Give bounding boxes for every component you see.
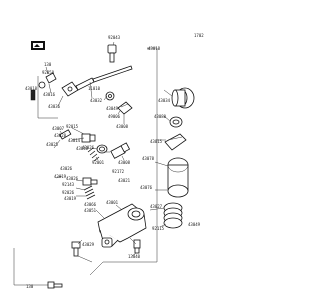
part-label: 43018 [25, 86, 38, 91]
part-label: 43080 [154, 114, 167, 119]
diaphragm-boot [164, 133, 187, 151]
part-label: 43029 [82, 242, 95, 247]
piston-cup [96, 144, 108, 154]
part-label: 43018 [148, 46, 161, 51]
part-label: 92001 [92, 160, 105, 165]
part-label: 43019 [64, 196, 77, 201]
part-label: 43001 [106, 200, 119, 205]
part-label: 43007 [52, 126, 65, 131]
reservoir-cap [171, 87, 195, 109]
reservoir-body [167, 157, 189, 198]
part-label: 43021 [118, 178, 131, 183]
part-label: 92026 [62, 190, 75, 195]
part-label: 43049 [106, 106, 119, 111]
part-label: 43015 [150, 139, 163, 144]
part-label: 43066 [84, 202, 97, 207]
part-label: 43025 [46, 142, 59, 147]
page-code: 1702 [194, 33, 204, 38]
part-label: 43026 [82, 145, 95, 150]
brand-logo-icon [31, 41, 45, 50]
part-label: 43034 [158, 98, 171, 103]
part-label: 92143 [62, 182, 75, 187]
part-label: 92115 [152, 226, 165, 231]
clevis [61, 77, 95, 97]
part-label: 43049 [188, 222, 201, 227]
piston [110, 142, 131, 159]
part-label: 92172 [112, 169, 125, 174]
part-label: 43016 [43, 92, 56, 97]
mounting-bolt [71, 241, 81, 257]
pivot-pin [30, 72, 57, 101]
part-label: 43026 [66, 176, 79, 181]
part-label: 92043 [108, 35, 121, 40]
hose-clamp [163, 202, 183, 229]
pushrod-bolt [107, 44, 117, 63]
part-label: 43008 [116, 124, 129, 129]
part-label: 43014 [68, 138, 81, 143]
spring-washer [59, 129, 72, 140]
part-label: 43032 [90, 98, 103, 103]
part-label: 43008 [118, 160, 131, 165]
rod-boot [117, 101, 133, 115]
lower-bracket [13, 248, 55, 286]
lower-bolt [47, 281, 63, 289]
part-label: 43048 [76, 146, 89, 151]
part-label: 43028 [54, 133, 67, 138]
part-label: 92058 [42, 70, 55, 75]
part-label: 43051 [84, 208, 97, 213]
small-spring [83, 185, 96, 200]
rod-nut [105, 91, 115, 101]
part-label: 130 [26, 284, 34, 289]
part-label: 13040 [128, 254, 141, 259]
part-label: 43036 [48, 104, 61, 109]
left-bracket [37, 76, 58, 119]
part-label: 49006 [108, 114, 121, 119]
parts-diagram: 1702 [13, 33, 204, 289]
part-labels: 92043 43018 130 92058 43018 43016 43036 … [25, 35, 201, 289]
master-cylinder-body [97, 203, 147, 248]
part-label: 43019 [54, 174, 67, 179]
push-rod [92, 65, 133, 83]
return-spring [87, 147, 100, 162]
part-label: 130 [44, 62, 52, 67]
part-label: 43078 [142, 156, 155, 161]
part-label: 43027 [150, 204, 163, 209]
bleed-fitting [133, 239, 141, 254]
diaphragm-plate [169, 116, 183, 128]
part-label: 43076 [140, 185, 153, 190]
leader-lines [30, 41, 173, 263]
part-label: 92015 [66, 124, 79, 129]
assembly-bracket [89, 47, 158, 276]
piston-stop [81, 133, 96, 143]
check-valve [82, 177, 98, 186]
part-label: 11010 [88, 86, 101, 91]
part-label: 43026 [60, 166, 73, 171]
